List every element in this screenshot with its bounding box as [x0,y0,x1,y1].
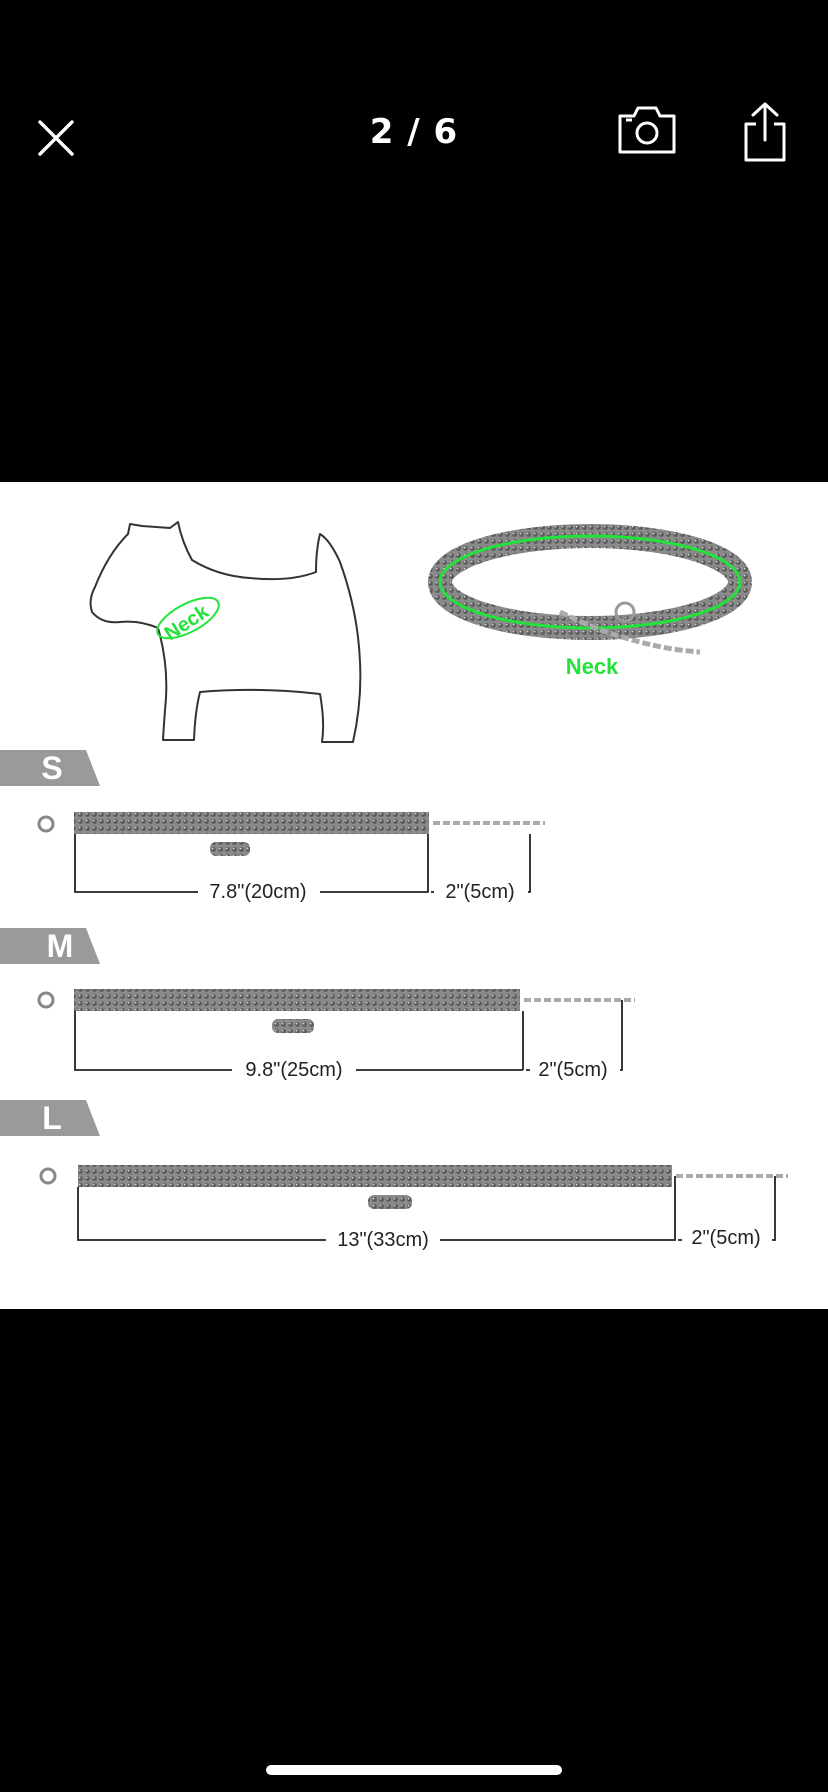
size-l-diagram: L 13"(33cm) 2"(5cm) [0,1100,788,1251]
length-label: 13"(33cm) [337,1229,429,1251]
collar-band [74,989,520,1011]
top-bar: 2 / 6 [0,0,828,200]
collar-photo: Neck [428,524,752,679]
collar-clasp [614,601,636,623]
size-m-diagram: M 9.8"(25cm) 2"(5cm) [0,928,635,1081]
dog-neck-marker [156,596,220,640]
bone-charm [272,1019,314,1033]
size-s-diagram: S 7.8"(20cm) 2"(5cm) [0,750,545,903]
collar-band [78,1165,672,1187]
share-icon [744,102,786,162]
size-badge [0,750,100,786]
camera-icon [618,106,676,154]
length-label: 9.8"(25cm) [245,1059,342,1081]
bone-charm [368,1195,412,1209]
product-image: Neck Neck S 7.8"(20cm) 2"(5cm) [0,482,828,1309]
size-letter: L [42,1100,62,1136]
close-button[interactable] [30,112,82,164]
size-letter: M [47,928,74,964]
close-icon [38,120,74,156]
collar-neck-label: Neck [566,654,619,679]
size-badge [0,1100,100,1136]
extension-label: 2"(5cm) [538,1059,607,1081]
bone-charm [210,842,250,856]
share-button[interactable] [738,100,792,164]
image-counter: 2 / 6 [369,112,459,152]
dog-illustration: Neck [89,521,362,743]
size-badge [0,928,100,964]
collar-neck-marker [438,534,742,630]
collar-band [74,812,429,834]
camera-button[interactable] [616,104,678,158]
length-label: 7.8"(20cm) [209,881,306,903]
dog-outline [89,521,362,743]
extension-label: 2"(5cm) [445,881,514,903]
extension-label: 2"(5cm) [691,1227,760,1249]
home-indicator[interactable] [266,1765,562,1775]
collar-chain [558,609,701,655]
size-letter: S [41,750,62,786]
